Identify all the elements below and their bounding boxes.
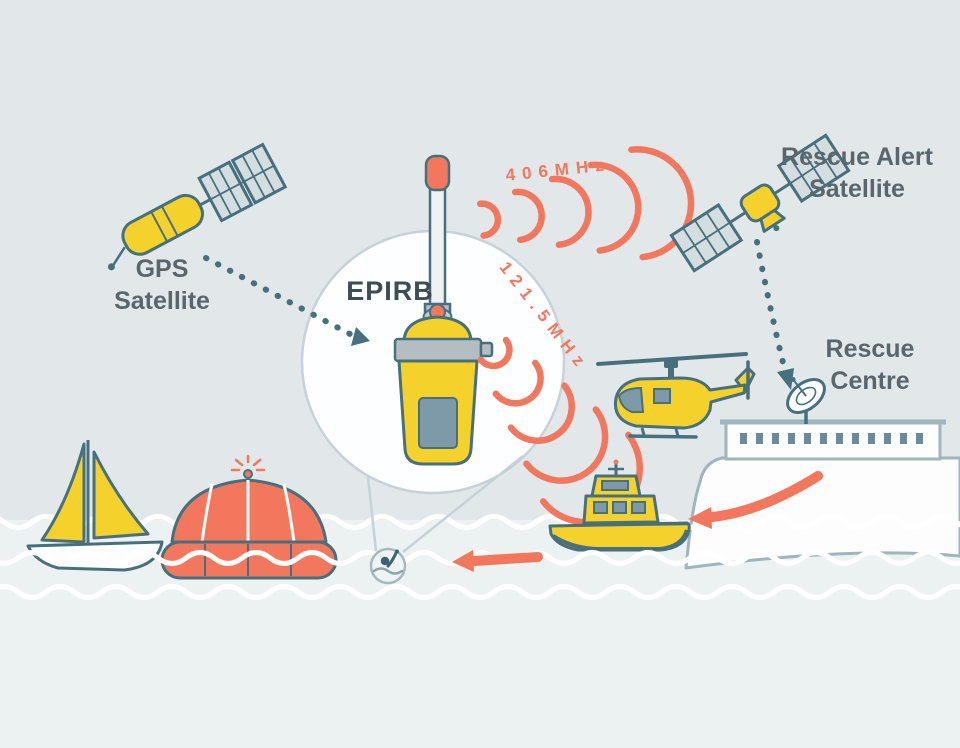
magnifier-cone-left	[366, 476, 378, 552]
rescue-alert-satellite-icon	[669, 133, 851, 273]
rescue-alert-label: Satellite	[809, 175, 905, 203]
helicopter-icon	[596, 352, 756, 439]
rescue-centre-label: Rescue	[826, 335, 915, 363]
gps-signal-arrow	[203, 255, 353, 337]
building-windows	[740, 433, 923, 444]
rescue-approach-arrow	[452, 550, 543, 572]
rescue-alert-label: Rescue Alert	[781, 143, 934, 171]
gps-satellite-label: Satellite	[114, 287, 210, 315]
gps-satellite-label: GPS	[136, 255, 189, 283]
alert-signal-arrow	[754, 239, 789, 378]
life-raft-strobe	[230, 454, 266, 479]
helicopter-cockpit-window	[617, 386, 645, 413]
epirb-top-dome	[402, 315, 473, 343]
epirb-magnifier: EPIRB	[300, 154, 566, 495]
gps-satellite-icon	[107, 142, 288, 271]
helicopter-body	[613, 376, 747, 430]
epirb-label: EPIRB	[346, 276, 434, 306]
satellite-dish-icon	[786, 376, 826, 414]
magnifier-cone-right	[402, 455, 524, 553]
helicopter-door-window	[653, 388, 671, 404]
survivor-callout	[366, 455, 524, 585]
boat-hull-stripe	[551, 529, 689, 551]
epirb-screen	[418, 397, 458, 449]
rescue-centre-label: Centre	[830, 367, 909, 395]
sailboat-jib	[92, 450, 150, 540]
survivor-icon	[372, 549, 404, 575]
helicopter-skid	[628, 434, 698, 439]
alert-signal-arrowhead	[777, 368, 794, 390]
gps-signal-arrowhead	[351, 327, 370, 346]
gps-satellite: GPS Satellite	[107, 142, 370, 346]
rescue-boat-icon	[548, 459, 691, 552]
rescue-alert-satellite: Rescue Alert Satellite	[669, 133, 934, 390]
rescue-dispatch-arrow	[688, 471, 823, 529]
rescue-centre-cliff	[684, 456, 960, 570]
epirb-antenna-tip	[424, 154, 451, 192]
epirb-collar-clip	[479, 341, 494, 358]
epirb-device	[393, 154, 494, 466]
rescue-centre: Rescue Centre	[684, 335, 960, 570]
life-raft-icon	[160, 454, 338, 580]
sailboat-mainsail	[40, 442, 86, 544]
epirb-collar	[393, 337, 483, 363]
boat-mast-light	[613, 459, 619, 465]
